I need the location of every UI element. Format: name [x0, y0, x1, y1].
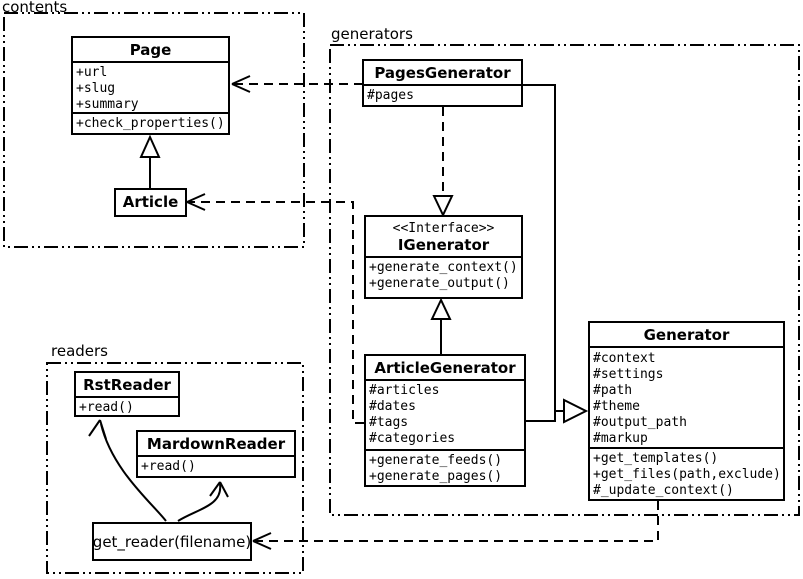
class-igenerator: <<Interface>> IGenerator +generate_conte…: [364, 215, 523, 299]
attribute: #theme: [593, 399, 640, 414]
method: +check_properties(): [76, 116, 225, 131]
class-pagesgenerator-attributes: #pages: [364, 84, 521, 104]
attribute: #path: [593, 383, 633, 398]
attribute: +slug: [76, 81, 116, 96]
arrow-open-page: [231, 75, 251, 93]
arrow-open-mardownreader: [209, 481, 229, 498]
attribute: #pages: [367, 88, 414, 103]
attribute: #output_path: [593, 415, 687, 430]
method: +generate_output(): [369, 276, 510, 291]
class-article: Article: [114, 188, 187, 217]
class-igenerator-stereotype: <<Interface>>: [392, 221, 495, 236]
package-contents-border: [3, 12, 305, 248]
class-generator-title: Generator: [643, 326, 730, 344]
attribute: +summary: [76, 97, 139, 112]
arrow-open-getreader: [252, 532, 272, 550]
arrow-triangle-igenerator-top: [432, 195, 454, 218]
class-generator-methods: +get_templates() +get_files(path,exclude…: [590, 447, 783, 499]
arrow-open-article: [186, 193, 206, 211]
class-pagesgenerator: PagesGenerator #pages: [362, 59, 523, 107]
method: +get_templates(): [593, 451, 719, 466]
package-generators-border: [329, 44, 800, 516]
class-pagesgenerator-title: PagesGenerator: [374, 64, 511, 82]
method: +read(): [141, 459, 196, 474]
class-igenerator-title: IGenerator: [397, 236, 490, 254]
edge-getreader-to-mardownreader: [177, 483, 222, 522]
package-readers-border: [46, 362, 304, 574]
method: +generate_pages(): [369, 469, 503, 484]
class-rstreader: RstReader +read(): [74, 371, 180, 417]
arrow-triangle-generator: [563, 398, 589, 424]
method: +read(): [79, 400, 134, 415]
attribute: #context: [593, 351, 656, 366]
method: +get_files(path,exclude): [593, 467, 781, 482]
method: +generate_feeds(): [369, 453, 503, 468]
class-articlegenerator-attributes: #articles #dates #tags #categories: [366, 379, 524, 449]
class-mardownreader-methods: +read(): [138, 455, 294, 475]
class-rstreader-title: RstReader: [83, 376, 171, 394]
class-article-title: Article: [122, 193, 179, 211]
edge-articlegenerator-uses-article: [189, 201, 364, 424]
function-get-reader-label: get_reader(filename): [92, 532, 252, 551]
arrow-triangle-igenerator-bottom: [430, 297, 452, 320]
class-articlegenerator: ArticleGenerator #articles #dates #tags …: [364, 354, 526, 487]
class-page-attributes: +url +slug +summary: [73, 61, 228, 112]
package-label-contents: contents: [2, 0, 68, 16]
package-label-generators: generators: [331, 25, 413, 43]
edge-pagesgenerator-extends-generator: [523, 84, 564, 412]
method: #_update_context(): [593, 483, 734, 498]
class-page-title: Page: [129, 41, 172, 59]
attribute: #markup: [593, 431, 648, 446]
edge-articlegenerator-extends-generator: [526, 411, 556, 422]
attribute: #dates: [369, 399, 416, 414]
class-mardownreader-title: MardownReader: [146, 435, 286, 453]
class-page-methods: +check_properties(): [73, 112, 228, 132]
attribute: #articles: [369, 383, 440, 398]
method: +generate_context(): [369, 260, 518, 275]
class-articlegenerator-title: ArticleGenerator: [374, 359, 516, 377]
attribute: #settings: [593, 367, 664, 382]
class-page: Page +url +slug +summary +check_properti…: [71, 36, 230, 135]
package-label-readers: readers: [51, 342, 108, 360]
class-generator-attributes: #context #settings #path #theme #output_…: [590, 346, 783, 447]
attribute: #categories: [369, 431, 456, 446]
function-get-reader: get_reader(filename): [92, 522, 252, 561]
attribute: #tags: [369, 415, 409, 430]
class-igenerator-methods: +generate_context() +generate_output(): [366, 256, 521, 292]
class-articlegenerator-methods: +generate_feeds() +generate_pages(): [366, 449, 524, 485]
edge-generator-uses-getreader: [255, 501, 659, 542]
class-rstreader-methods: +read(): [76, 396, 178, 415]
arrow-open-rstreader: [88, 419, 107, 440]
attribute: +url: [76, 65, 108, 80]
arrow-triangle-page: [139, 134, 161, 158]
class-mardownreader: MardownReader +read(): [136, 430, 296, 478]
class-generator: Generator #context #settings #path #them…: [588, 321, 785, 501]
